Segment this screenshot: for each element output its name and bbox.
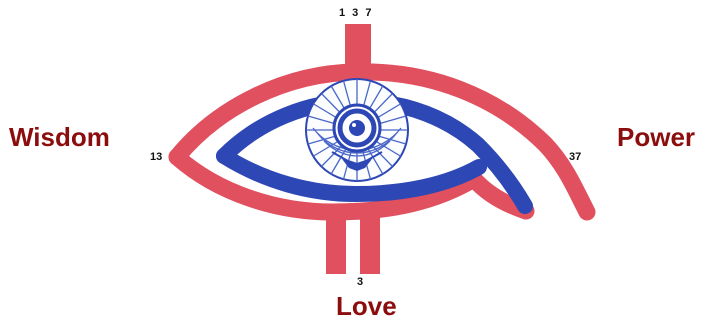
iris-icon bbox=[306, 78, 408, 182]
label-power: Power bbox=[617, 124, 695, 150]
red-bottom-right-stem bbox=[360, 210, 380, 274]
top-number-label: 1 3 7 bbox=[339, 8, 373, 19]
right-number-label: 37 bbox=[569, 152, 581, 163]
bottom-number-label: 3 bbox=[357, 277, 363, 288]
left-number-label: 13 bbox=[150, 152, 162, 163]
label-wisdom: Wisdom bbox=[9, 124, 110, 150]
label-love: Love bbox=[336, 293, 397, 319]
